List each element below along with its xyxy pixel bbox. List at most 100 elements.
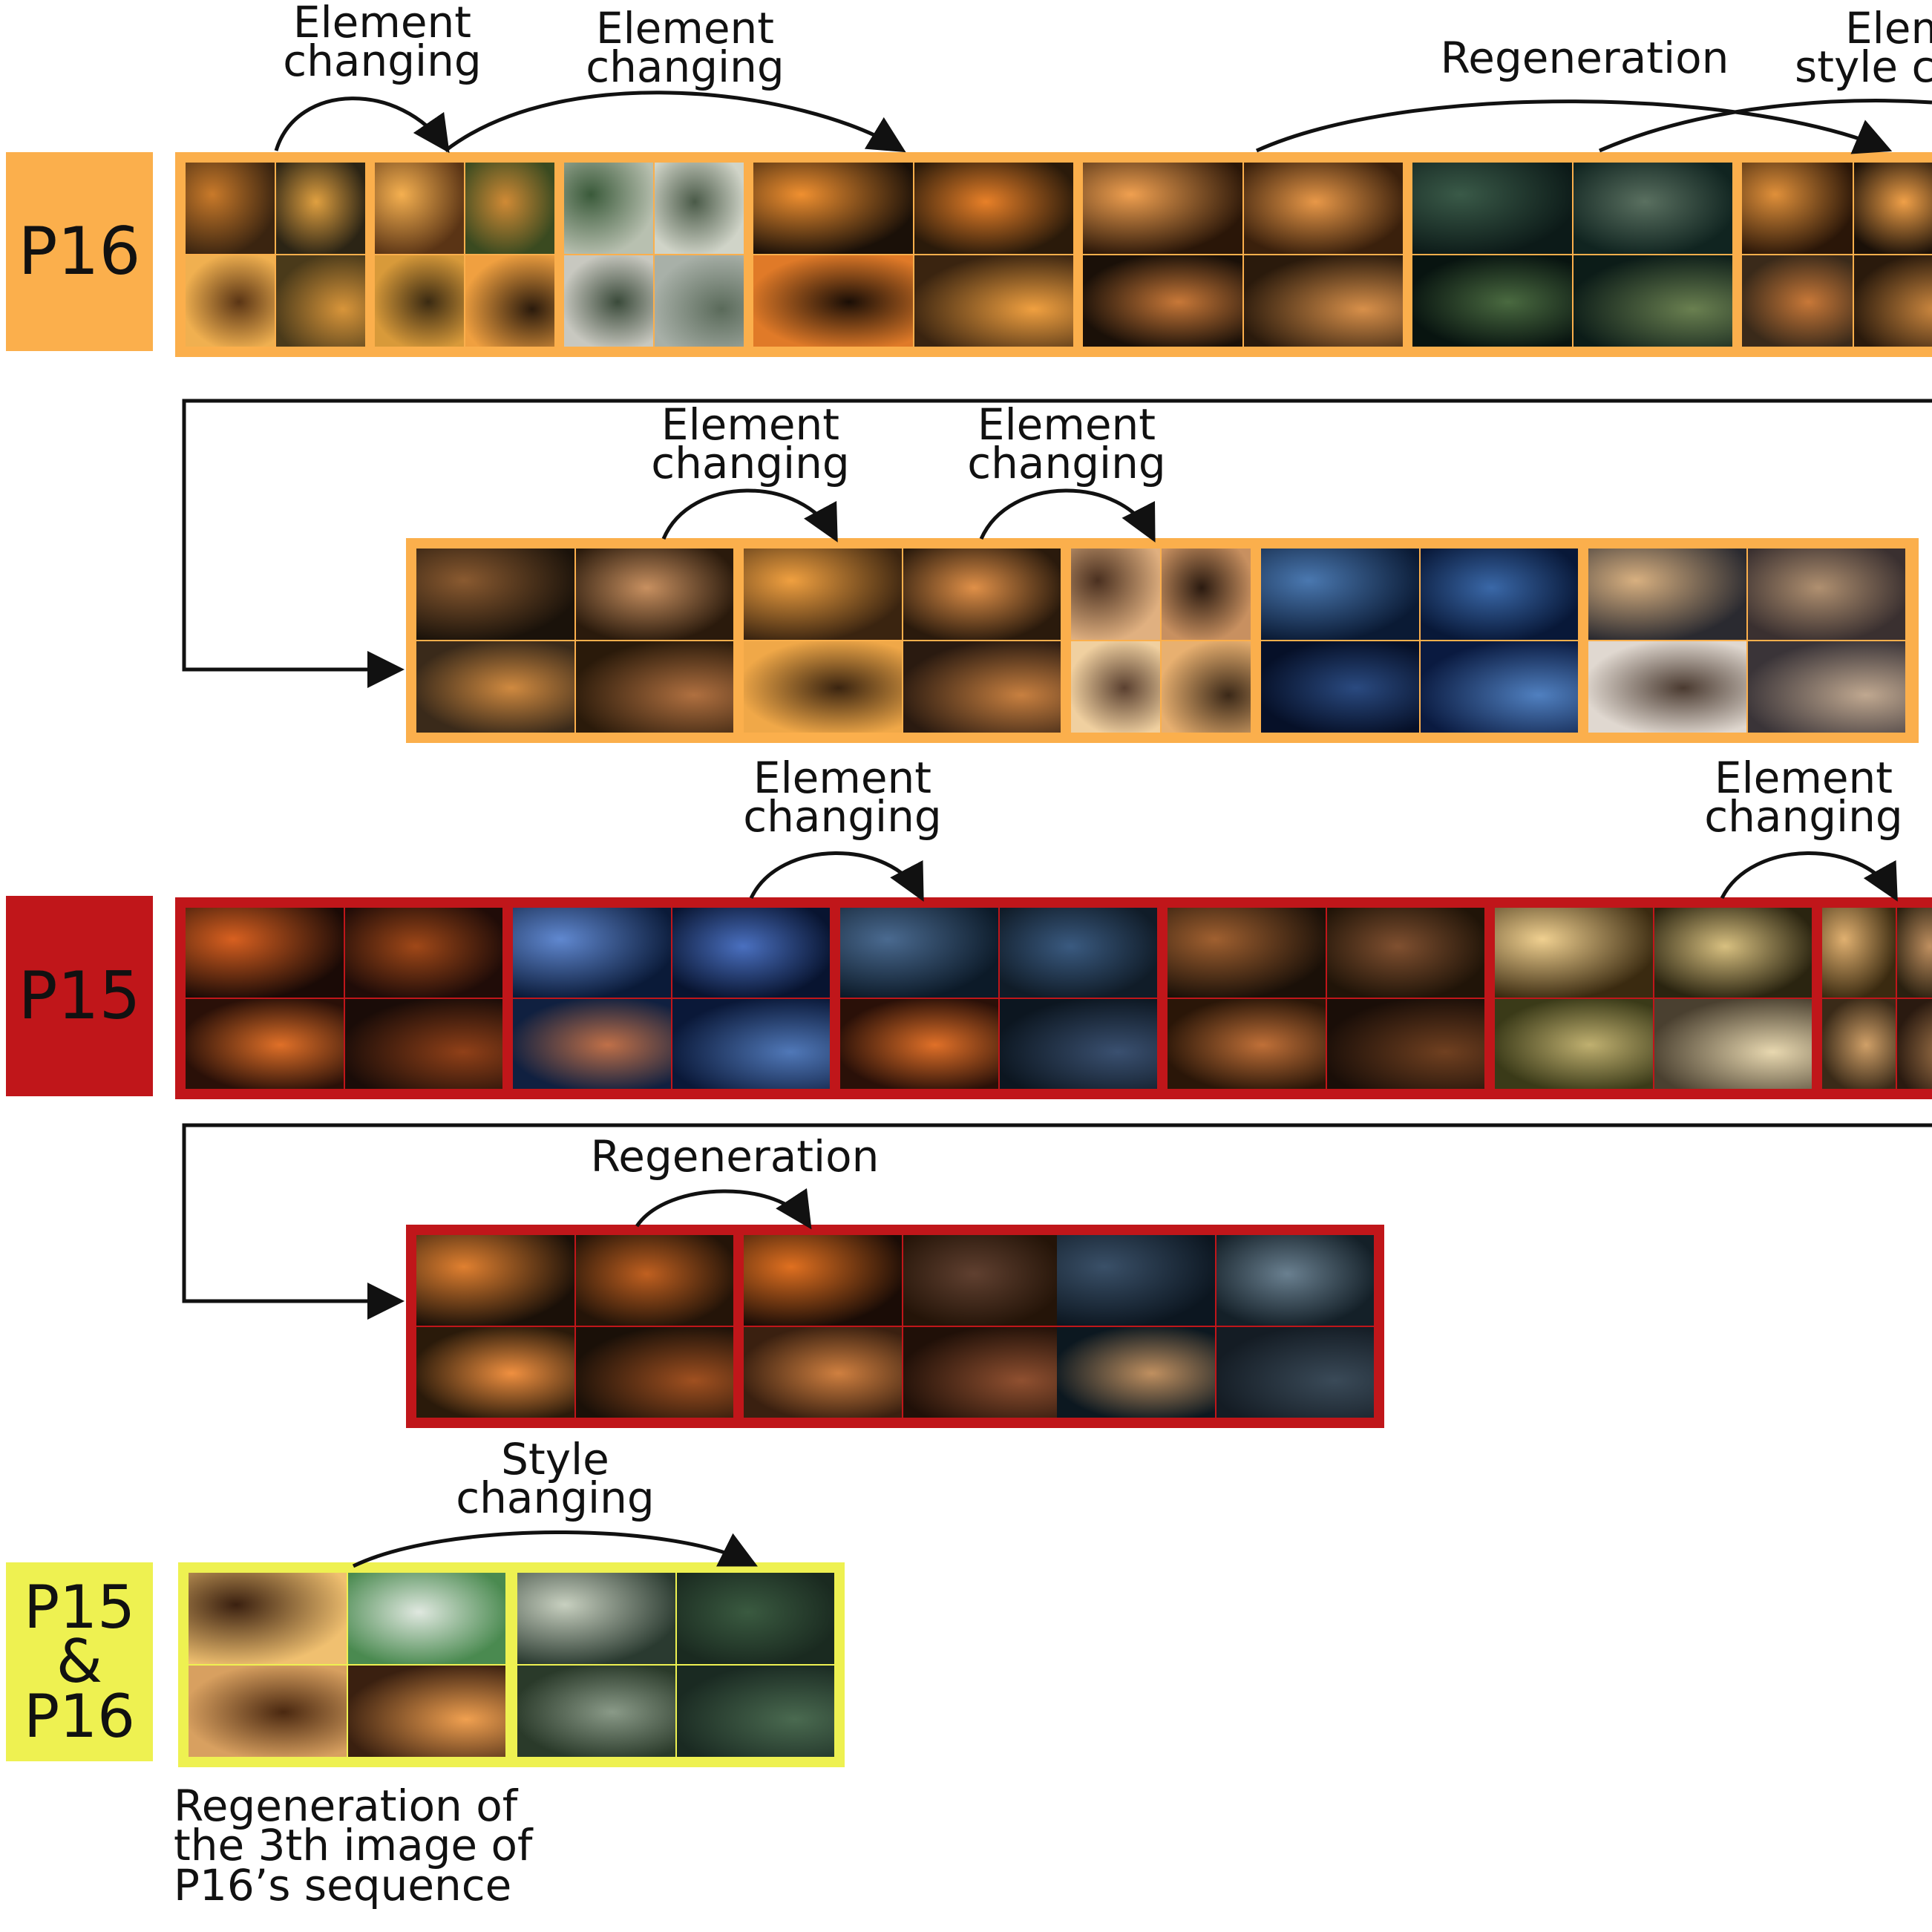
image-grid (1168, 908, 1484, 1089)
generated-image (276, 163, 365, 254)
generated-image (375, 255, 464, 347)
generated-image (1742, 255, 1853, 347)
transition-arrow (444, 91, 906, 153)
transition-arrow (1599, 99, 1932, 153)
generated-image (186, 908, 344, 998)
generated-image (999, 908, 1157, 998)
image-grid (744, 1235, 1061, 1418)
generated-image (1261, 549, 1419, 640)
generated-image (1897, 908, 1932, 998)
image-grid (513, 908, 830, 1089)
generated-image (1057, 1235, 1215, 1326)
generated-image (914, 255, 1073, 347)
generated-image (1261, 641, 1419, 733)
image-grid (1261, 549, 1578, 733)
image-grid (564, 163, 744, 347)
generated-image (1588, 549, 1746, 640)
generated-image (1420, 549, 1578, 640)
generated-image (1573, 255, 1732, 347)
p15-sequence-strip-2 (406, 1225, 1384, 1428)
generated-image (186, 999, 344, 1089)
generated-image (564, 163, 653, 254)
p15-label: P15 (6, 896, 153, 1096)
transition-arrow (1255, 99, 1893, 154)
generated-image (1057, 1327, 1215, 1418)
p15-label-text: P15 (18, 957, 141, 1034)
generated-image (744, 1235, 902, 1326)
generated-image (914, 163, 1073, 254)
generated-image (903, 549, 1061, 640)
generated-image (1162, 549, 1251, 640)
generated-image (375, 163, 464, 254)
generated-image (416, 1235, 574, 1326)
generated-image (513, 999, 671, 1089)
generated-image (1168, 999, 1326, 1089)
generated-image (1822, 999, 1896, 1089)
generated-image (1495, 908, 1653, 998)
generated-image (416, 549, 574, 640)
generated-image (1573, 163, 1732, 254)
annotation-regeneration: Regeneration (1440, 33, 1729, 83)
p16-sequence-strip-2 (406, 538, 1919, 743)
generated-image (1897, 999, 1932, 1089)
p16-label-text: P16 (18, 213, 141, 289)
generated-image (1412, 163, 1572, 254)
generated-image (672, 999, 830, 1089)
p16-sequence-strip-1 (175, 152, 1932, 357)
generated-image (1654, 908, 1812, 998)
p15-sequence-strip-1 (175, 897, 1932, 1099)
generated-image (753, 255, 913, 347)
generated-image (1071, 641, 1160, 733)
image-grid (189, 1573, 505, 1757)
generated-image (1747, 549, 1905, 640)
generated-image (347, 1573, 505, 1664)
transition-arrow (1720, 851, 1898, 902)
generated-image (276, 255, 365, 347)
image-grid (1057, 1235, 1374, 1418)
generated-image (1162, 641, 1251, 733)
generated-image (1168, 908, 1326, 998)
p16-label: P16 (6, 152, 153, 351)
generated-image (1747, 641, 1905, 733)
generated-image (655, 255, 744, 347)
generated-image (416, 641, 574, 733)
generated-image (999, 999, 1157, 1089)
generated-image (1495, 999, 1653, 1089)
generated-image (575, 1327, 733, 1418)
generated-image (655, 163, 744, 254)
p15-p16-sequence-strip (178, 1562, 845, 1767)
generated-image (744, 641, 902, 733)
generated-image (575, 641, 733, 733)
generated-image (575, 549, 733, 640)
image-grid (1822, 908, 1932, 1089)
generated-image (1588, 641, 1746, 733)
generated-image (1243, 163, 1403, 254)
generated-image (744, 1327, 902, 1418)
generated-image (676, 1666, 834, 1757)
generated-image (1071, 549, 1160, 640)
generated-image (753, 163, 913, 254)
image-grid (1742, 163, 1932, 347)
generated-image (672, 908, 830, 998)
generated-image (189, 1666, 347, 1757)
generated-image (186, 255, 275, 347)
generated-image (513, 908, 671, 998)
annotation-regeneration: Regeneration (590, 1131, 880, 1182)
generated-image (1742, 163, 1853, 254)
image-grid (840, 908, 1157, 1089)
image-grid (186, 163, 365, 347)
p15-p16-label: P15 & P16 (6, 1562, 153, 1761)
transition-arrow (749, 851, 924, 902)
image-grid (1495, 908, 1812, 1089)
generated-image (1216, 1327, 1374, 1418)
generated-image (1326, 908, 1484, 998)
generated-image (465, 163, 554, 254)
generated-image (1412, 255, 1572, 347)
image-grid (517, 1573, 834, 1757)
generated-image (1654, 999, 1812, 1089)
